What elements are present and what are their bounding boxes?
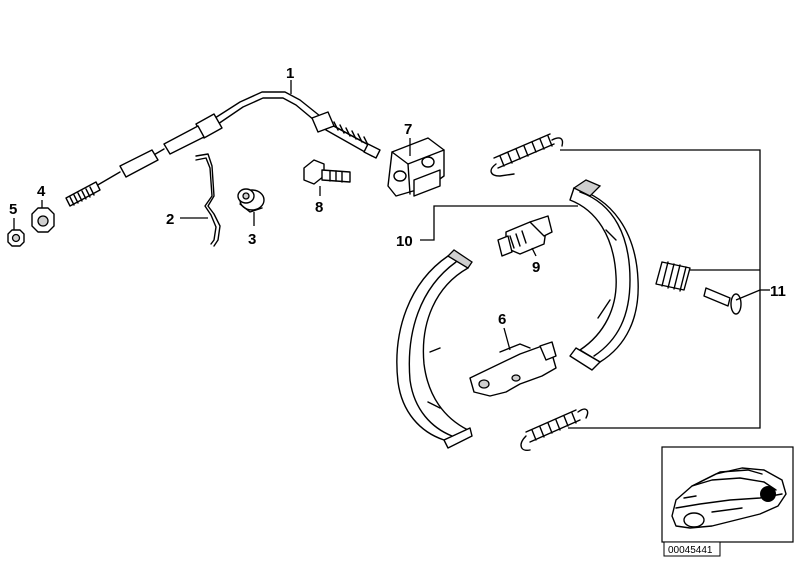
leader-line-9 — [531, 247, 537, 257]
inset-thumbnail: 00045441 — [661, 446, 794, 557]
callout-1: 1 — [286, 65, 294, 82]
leader-line-10 — [420, 205, 578, 241]
part-handbrake-cable[interactable] — [65, 91, 381, 207]
leader-line-6 — [503, 327, 511, 351]
part-spring-upper[interactable] — [490, 133, 564, 177]
highlight-wheel-marker — [760, 486, 776, 502]
car-icon — [671, 467, 787, 529]
part-spring-clip[interactable] — [195, 153, 221, 247]
callout-5: 5 — [9, 201, 17, 218]
callout-7: 7 — [404, 121, 412, 138]
part-spring-middle[interactable] — [655, 261, 691, 292]
part-nut-5[interactable] — [7, 229, 25, 247]
callout-10: 10 — [396, 233, 413, 250]
part-spring-lower[interactable] — [520, 408, 589, 451]
part-retaining-pin[interactable] — [703, 287, 742, 315]
part-brake-shoe-left[interactable] — [396, 249, 473, 449]
callout-2: 2 — [166, 211, 174, 228]
callout-8: 8 — [315, 199, 323, 216]
document-number-box — [663, 541, 721, 557]
callout-4: 4 — [37, 183, 46, 200]
part-bolt[interactable] — [303, 159, 351, 185]
part-adjuster[interactable] — [497, 215, 553, 257]
part-grommet[interactable] — [237, 188, 265, 213]
leader-line-11-branch-b — [735, 289, 761, 301]
part-lever-plate[interactable] — [469, 341, 557, 397]
part-nut-4[interactable] — [31, 207, 55, 233]
callout-9: 9 — [532, 259, 540, 276]
part-bracket[interactable] — [387, 137, 445, 197]
callout-11: 11 — [770, 283, 786, 300]
callout-6: 6 — [498, 311, 506, 328]
part-brake-shoe-right[interactable] — [569, 179, 639, 371]
document-number: 00045441 — [668, 545, 713, 556]
callout-3: 3 — [248, 231, 256, 248]
leader-line-11 — [560, 149, 761, 429]
